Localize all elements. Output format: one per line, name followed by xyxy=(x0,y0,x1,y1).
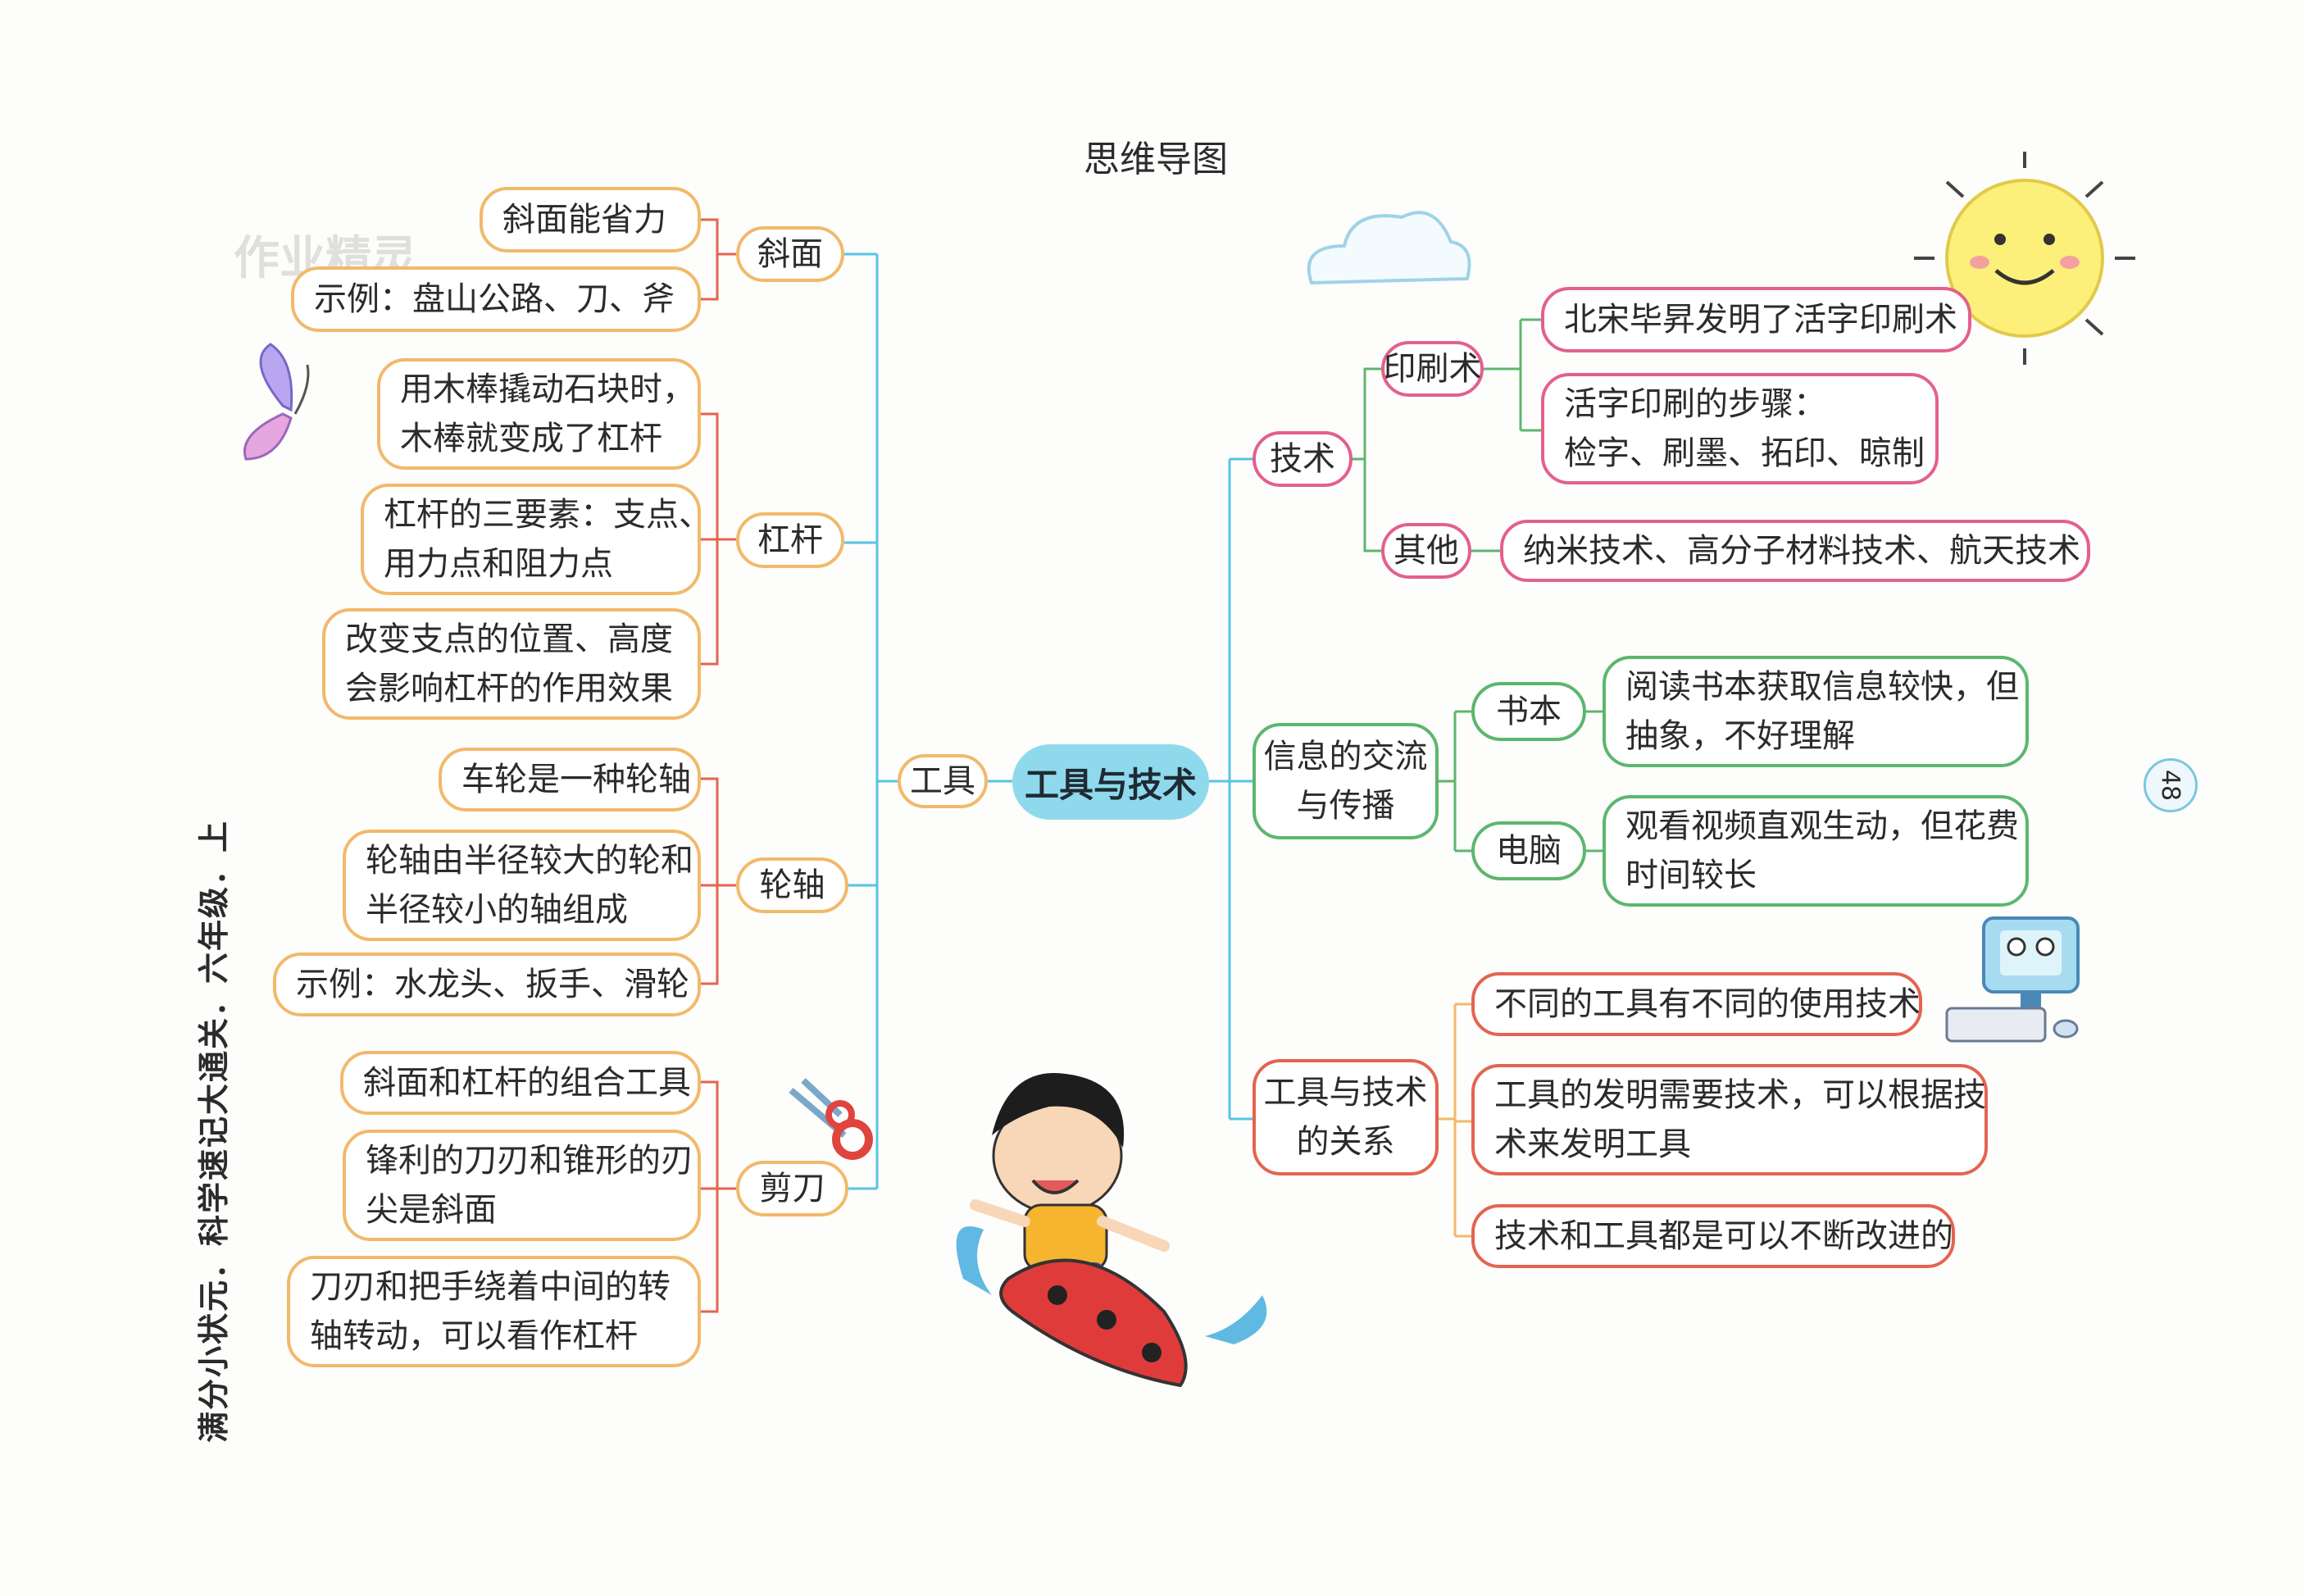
node-book: 书本 xyxy=(1471,682,1586,741)
node-computer: 电脑 xyxy=(1471,821,1586,880)
skateboard-boy-illustration xyxy=(956,1072,1267,1388)
leaf-relation-1: 不同的工具有不同的使用技术 xyxy=(1471,972,1922,1036)
leaf-wheel-2: 轮轴由半径较大的轮和半径较小的轴组成 xyxy=(343,830,701,941)
leaf-scissors-2: 锋利的刀刃和锥形的刃尖是斜面 xyxy=(343,1130,701,1241)
butterfly-icon xyxy=(243,343,310,461)
leaf-incline-1: 斜面能省力 xyxy=(480,187,701,252)
page-number: 48 xyxy=(2144,758,2198,812)
leaf-lever-1: 用木棒撬动石块时，木棒就变成了杠杆 xyxy=(377,358,701,470)
node-incline: 斜面 xyxy=(736,226,844,282)
leaf-other-tech: 纳米技术、高分子材料技术、航天技术 xyxy=(1500,520,2090,582)
node-lever: 杠杆 xyxy=(736,512,844,568)
book-series-label: 满分小状元．科学速记大通关．六年级．上 xyxy=(196,819,232,1443)
node-printing: 印刷术 xyxy=(1381,341,1484,397)
leaf-wheel-3: 示例：水龙头、扳手、滑轮 xyxy=(273,953,701,1016)
leaf-wheel-1: 车轮是一种轮轴 xyxy=(439,748,701,812)
leaf-lever-3: 改变支点的位置、高度会影响杠杆的作用效果 xyxy=(322,608,701,720)
branch-tools: 工具 xyxy=(898,754,988,808)
cloud-icon xyxy=(1307,211,1471,285)
leaf-relation-3: 技术和工具都是可以不断改进的 xyxy=(1471,1204,1955,1268)
center-topic: 工具与技术 xyxy=(1012,744,1209,820)
leaf-book: 阅读书本获取信息较快，但抽象，不好理解 xyxy=(1603,656,2029,767)
sun-icon xyxy=(1914,152,2135,365)
leaf-scissors-3: 刀刃和把手绕着中间的转轴转动，可以看作杠杆 xyxy=(287,1256,701,1367)
leaf-scissors-1: 斜面和杠杆的组合工具 xyxy=(340,1051,701,1115)
leaf-relation-2: 工具的发明需要技术，可以根据技术来发明工具 xyxy=(1471,1064,1988,1175)
page-title: 思维导图 xyxy=(1084,139,1228,180)
branch-relation: 工具与技术的关系 xyxy=(1253,1059,1439,1175)
node-scissors: 剪刀 xyxy=(736,1161,848,1216)
computer-icon xyxy=(1945,916,2080,1043)
node-wheel-axle: 轮轴 xyxy=(736,857,848,913)
leaf-lever-2: 杠杆的三要素：支点、用力点和阻力点 xyxy=(361,484,712,595)
branch-info-exchange: 信息的交流与传播 xyxy=(1253,723,1439,839)
leaf-computer: 观看视频直观生动，但花费时间较长 xyxy=(1603,795,2029,907)
leaf-incline-2: 示例：盘山公路、刀、斧 xyxy=(291,266,701,332)
scissors-icon xyxy=(789,1078,873,1160)
branch-technology: 技术 xyxy=(1253,431,1353,487)
node-other-tech: 其他 xyxy=(1381,523,1471,579)
leaf-printing-2: 活字印刷的步骤：检字、刷墨、拓印、晾制 xyxy=(1541,373,1939,484)
leaf-printing-1: 北宋毕昇发明了活字印刷术 xyxy=(1541,287,1971,352)
